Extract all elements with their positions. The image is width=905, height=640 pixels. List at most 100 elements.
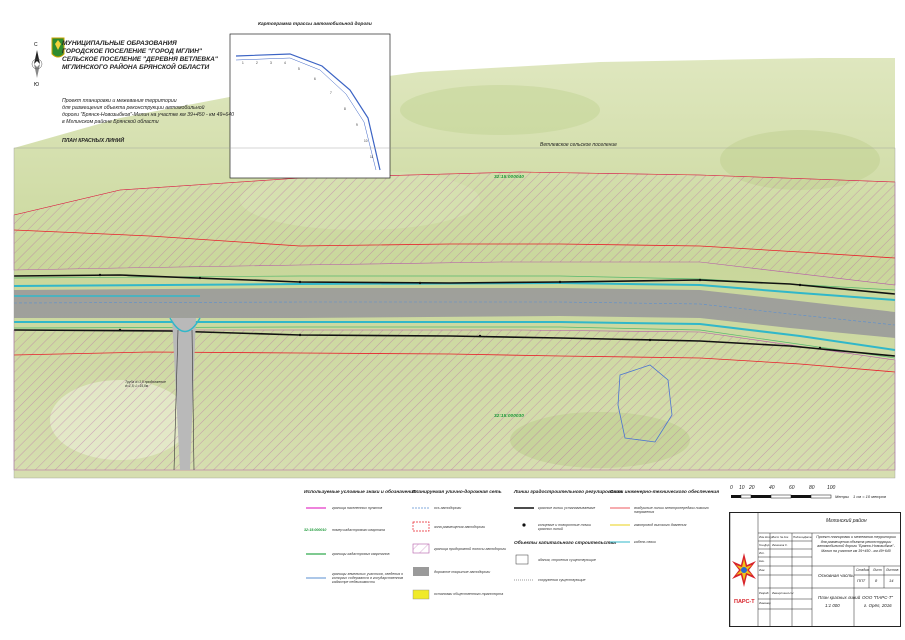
legend-axis: ось автодороги (434, 506, 462, 510)
inset-title: Картограмма трассы автомобильной дороги (258, 22, 372, 27)
logo-text: ПАРС-Т (734, 599, 755, 605)
scale-tick-4: 60 (789, 485, 795, 491)
scale-tick-2: 20 (749, 485, 755, 491)
tb-sheets-head: Листов (886, 568, 899, 572)
scale-bar: 0 10 20 40 60 80 100 Метры 1 см = 10 мет… (730, 485, 891, 509)
inset-frame (229, 33, 391, 179)
tb-role-4: Подпись (793, 535, 805, 539)
settlement-label: Ветлевское сельское поселение (540, 142, 617, 148)
scale-ratio: 1 см = 10 метров (853, 494, 886, 499)
legend-stops: остановки общественного транспорта (434, 592, 504, 596)
svg-text:11: 11 (370, 155, 374, 159)
legend-placement: зона размещения автодороги (434, 525, 486, 529)
tb-role-8: Нач. (759, 559, 765, 563)
svg-text:6: 6 (314, 77, 316, 81)
legend-parcels: границы земельных участков, сведения о к… (332, 572, 404, 585)
tb-stage: ППТ (857, 578, 866, 583)
hatch-area-south (13, 329, 896, 471)
inset-route (235, 53, 381, 171)
org-line-2: ГОРОДСКОЕ ПОСЕЛЕНИЕ "ГОРОД МГЛИН" (62, 48, 202, 55)
legend-cable: кабель связи (634, 540, 656, 544)
project-line-3: дороги "Брянск-Новозыбков"-Мглин на учас… (62, 112, 235, 118)
side-road (172, 318, 196, 470)
company-logo-icon (732, 553, 756, 587)
tb-sheets: 14 (889, 578, 894, 583)
tb-stage-head: Стадия (856, 568, 869, 572)
org-header: МУНИЦИПАЛЬНЫЕ ОБРАЗОВАНИЯ ГОРОДСКОЕ ПОСЕ… (62, 40, 218, 72)
tb-sheet: 8 (875, 578, 878, 583)
svg-text:4: 4 (284, 61, 286, 65)
svg-text:7: 7 (330, 91, 332, 95)
svg-text:Ю: Ю (34, 82, 39, 88)
tb-section: Основная часть (818, 573, 854, 578)
tb-role-9: Инж. (759, 568, 766, 572)
tb-role-10: Разраб. (759, 591, 770, 595)
legend-pavement: дорожное покрытие автодороги (434, 570, 491, 574)
legend-title: Используемые условные знаки и обозначени… (304, 490, 416, 495)
tb-city: г. Орёл, 2016 (864, 603, 892, 608)
red-line-north (13, 229, 896, 259)
tb-sheet-head: Лист (873, 568, 882, 572)
scale-tick-5: 80 (809, 485, 815, 491)
tb-company: ООО "ПАРС-Т" (862, 595, 893, 600)
org-line-3: СЕЛЬСКОЕ ПОСЕЛЕНИЕ "ДЕРЕВНЯ ВЕТЛЕВКА" (62, 56, 218, 63)
svg-text:9: 9 (356, 123, 358, 127)
project-line-2: для размещения объекта реконструкции авт… (62, 105, 205, 111)
road-axis (13, 301, 896, 326)
coat-of-arms-icon (51, 37, 65, 58)
tb-name-0: Ивченков С. (772, 543, 788, 547)
svg-text:3: 3 (270, 61, 272, 65)
tb-district: Мглинский район (826, 518, 867, 524)
north-arrow-icon: С Ю (31, 42, 43, 88)
culvert-label: Труба d=1,5 продолжение d=1,5; L=15,0м (125, 380, 166, 388)
tb-role-3: № док. (780, 535, 790, 539)
org-line-1: МУНИЦИПАЛЬНЫЕ ОБРАЗОВАНИЯ (62, 40, 177, 47)
legend-red-line: красные линии устанавливаемые (538, 506, 596, 510)
legend-cad-number: номер кадастрового квартала (332, 528, 385, 532)
svg-text:1: 1 (242, 61, 244, 65)
scale-tick-1: 10 (739, 485, 745, 491)
svg-text:С: С (34, 42, 38, 48)
svg-text:2: 2 (256, 61, 258, 65)
tb-drawing-scale: 1:1 000 (825, 603, 840, 608)
legend-section-road: Планируемая улично-дорожная сеть (412, 490, 502, 495)
legend-section-engineering: Сети инженерно-технического обеспечения (610, 490, 720, 495)
legend-section-capital: Объекты капитального строительства (514, 541, 616, 546)
legend-power: воздушные линии электропередачи низкого … (634, 506, 709, 515)
svg-text:10: 10 (364, 139, 368, 143)
tb-role-2: Лист (772, 535, 780, 539)
legend-red-points: концевые и поворотные точки красных лини… (538, 523, 591, 532)
tb-role-5: Дата (804, 535, 812, 539)
cyan-border-north (13, 281, 896, 301)
title-block: ПАРС-Т Мглинский район Проект планировки… (729, 512, 901, 627)
legend: Используемые условные знаки и обозначени… (300, 484, 728, 626)
svg-text:5: 5 (298, 67, 300, 71)
scale-tick-6: 100 (827, 485, 836, 491)
legend-cad-number-code: 32:15:000010 (304, 528, 327, 532)
org-line-4: МГЛИНСКОГО РАЙОНА БРЯНСКОЙ ОБЛАСТИ (62, 64, 210, 71)
tb-role-0: Изм. (759, 535, 765, 539)
project-line-1: Проект планировки и межевания территории (62, 98, 177, 104)
tb-role-7: Исп. (759, 551, 765, 555)
tb-drawing: План красных линий (818, 595, 861, 600)
tb-name-1: Ивашутина Н.Н. (772, 591, 795, 595)
cadastral-label-bottom: 32:15:000030 (494, 414, 524, 419)
scale-units: Метры (835, 494, 849, 499)
project-line-4: в Мглинском районе Брянской области (62, 119, 159, 125)
svg-text:8: 8 (344, 107, 346, 111)
cadastral-label-top: 32:15:000040 (494, 175, 524, 180)
tb-role-1: Кол.уч (765, 535, 774, 539)
legend-gas: газопровод высокого давления (634, 523, 687, 527)
plan-title: ПЛАН КРАСНЫХ ЛИНИЙ (62, 138, 125, 144)
project-description: Проект планировки и межевания территории… (62, 98, 234, 145)
established-line-north (13, 274, 896, 295)
scale-tick-3: 40 (769, 485, 775, 491)
scale-tick-0: 0 (730, 485, 733, 491)
road-pavement (14, 288, 895, 338)
legend-section-red-lines: Линии градостроительного регулирования (514, 490, 623, 495)
legend-cad-border: границы кадастровых кварталов (332, 552, 390, 556)
legend-settlements: граница населенных пунктов (332, 506, 383, 510)
cyan-border-south (14, 321, 896, 351)
